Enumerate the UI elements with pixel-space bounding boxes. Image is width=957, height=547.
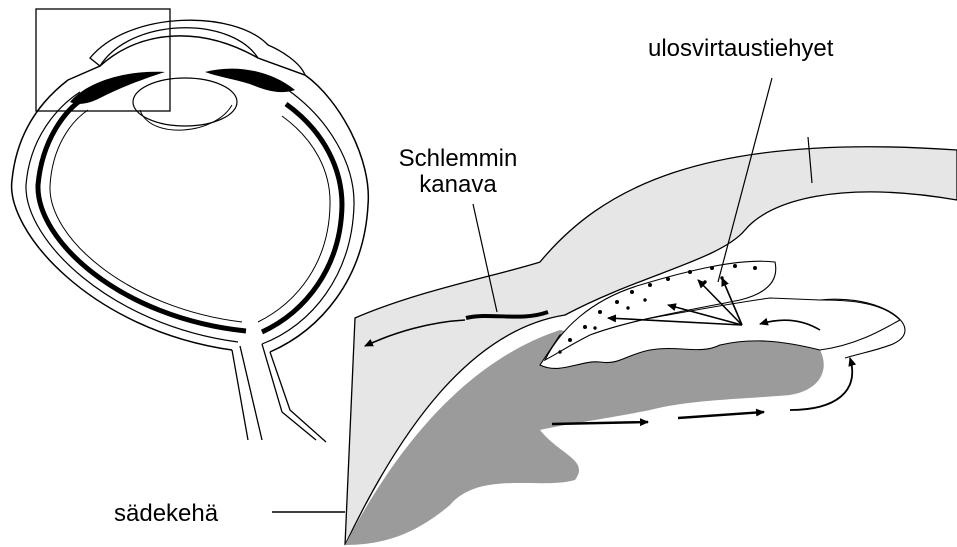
eyeball-overview xyxy=(12,9,369,442)
iris-right xyxy=(205,69,295,93)
cornea xyxy=(90,20,305,75)
retina-band-right xyxy=(262,104,342,332)
schlemm-label-line2: kanava xyxy=(383,172,533,198)
retina-inner-line xyxy=(50,110,330,322)
schlemm-canal-label: Schlemmin kanava xyxy=(383,146,533,198)
flow-arrow-2 xyxy=(678,412,764,418)
schlemm-label-line1: Schlemmin xyxy=(383,146,533,172)
lens xyxy=(133,78,237,126)
ciliary-body-label: sädekehä xyxy=(114,501,218,527)
optic-nerve xyxy=(232,344,326,442)
iris-left xyxy=(70,72,165,104)
retina-band xyxy=(38,98,246,331)
sclera-outline xyxy=(12,36,369,352)
magnified-angle xyxy=(272,78,957,545)
outflow-channels-label: ulosvirtaustiehyet xyxy=(648,36,833,62)
sclera-inner-line xyxy=(26,90,354,344)
